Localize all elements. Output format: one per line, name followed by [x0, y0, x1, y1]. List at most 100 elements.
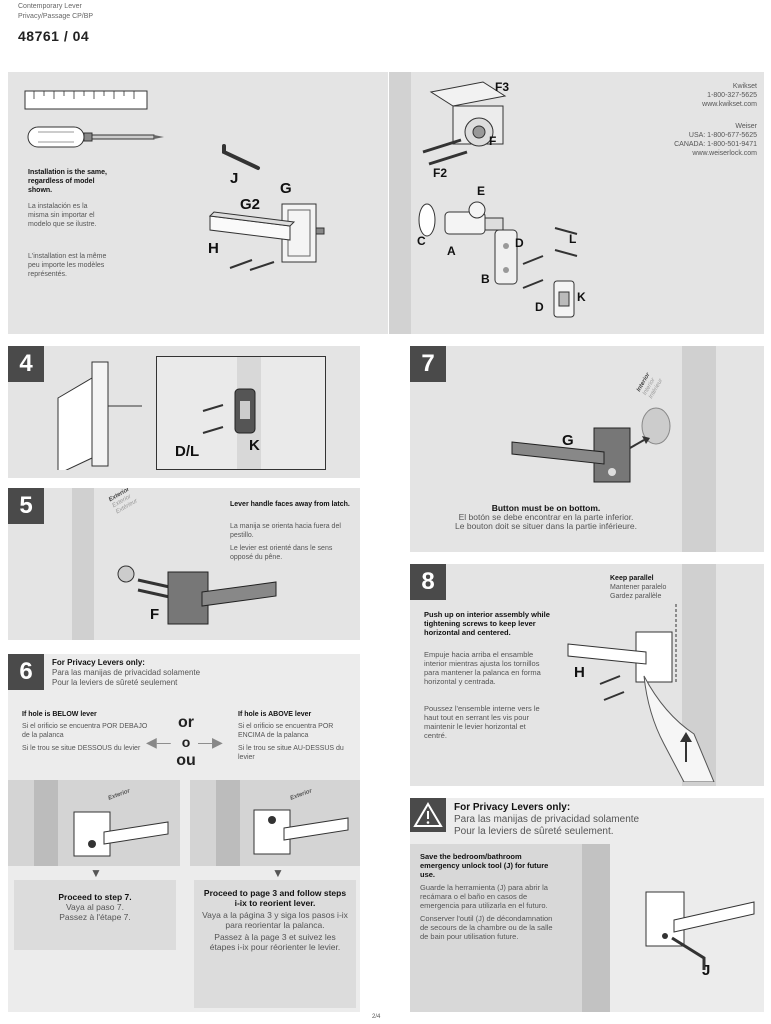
- step-number: 7: [410, 346, 446, 382]
- ruler-icon: [24, 90, 148, 110]
- save-tool-box: Save the bedroom/bathroom emergency unlo…: [410, 844, 610, 1012]
- step-4-panel: 4 D/L K: [8, 346, 360, 478]
- arrow-left-icon: ◀—: [146, 734, 171, 750]
- privacy-title-fr: Pour la leviers de sûreté seulement.: [454, 826, 614, 837]
- step-number: 6: [8, 654, 44, 690]
- proceed3-fr: Passez à la page 3 et suivez les étapes …: [209, 932, 341, 952]
- save-tool-fr: Conserver l'outil (J) de décondamnation …: [420, 914, 553, 941]
- above-es: Si el orificio se encuentra POR ENCIMA d…: [238, 723, 334, 739]
- install-note-en: Installation is the same, regardless of …: [28, 169, 107, 194]
- latch-parts-icon: [418, 201, 544, 289]
- step7-text: Button must be on bottom. El botón se de…: [410, 504, 682, 531]
- keep-parallel-fr: Gardez parallèle: [610, 593, 662, 600]
- part-label-d-top: D: [515, 236, 524, 250]
- lever-above-icon: [253, 809, 349, 855]
- keep-parallel-en: Keep parallel: [610, 575, 654, 582]
- step-8-panel: 8 Keep parallel Mantener paralelo Gardez…: [410, 564, 764, 786]
- label-h: H: [574, 664, 585, 681]
- strike-plate-k-icon: [553, 280, 575, 318]
- step-5-panel: 5 Exterior Exterior Extérieur F Lever ha…: [8, 488, 360, 640]
- door-edge: [72, 488, 94, 640]
- kwikset-contact: Kwikset 1-800-327-5625 www.kwikset.com: [639, 82, 757, 109]
- lever-below-icon: [73, 811, 169, 857]
- privacy-title-en: For Privacy Levers only:: [454, 802, 571, 813]
- part-label-a: A: [447, 244, 456, 258]
- proceed7-en: Proceed to step 7.: [58, 892, 132, 902]
- privacy-title-es: Para las manijas de privacidad solamente: [454, 814, 640, 825]
- part-label-f2: F2: [433, 166, 448, 180]
- privacy-title-es: Para las manijas de privacidad solamente: [52, 668, 201, 677]
- emergency-tool-j-icon: [222, 144, 260, 170]
- part-label-f3: F3: [495, 80, 510, 94]
- above-en: If hole is ABOVE lever: [238, 711, 312, 718]
- proceed7-fr: Passez à l'étape 7.: [59, 912, 131, 922]
- exterior-label-left: Exterior: [107, 788, 131, 802]
- model-number: 48761 / 04: [18, 28, 90, 44]
- step7-fr: Le bouton doit se situer dans la partie …: [455, 521, 637, 531]
- part-label-g2: G2: [240, 196, 261, 213]
- screws-icon: [202, 404, 224, 434]
- proceed-step-7-box: Proceed to step 7. Vaya al paso 7. Passe…: [14, 880, 176, 950]
- step7-en: Button must be on bottom.: [491, 503, 601, 513]
- header: Contemporary Lever Privacy/Passage CP/BP…: [18, 2, 93, 44]
- lever-assembly-g-icon: [208, 203, 325, 263]
- step5-es: La manija se orienta hacia fuera del pes…: [230, 523, 341, 539]
- above-fr: Si le trou se situe AU-DESSUS du levier: [238, 745, 344, 761]
- step8-en: Push up on interior assembly while tight…: [424, 610, 550, 637]
- part-label-h: H: [208, 240, 219, 257]
- part-label-g: G: [280, 180, 292, 197]
- part-label-e: E: [477, 184, 486, 198]
- part-label-k: K: [577, 290, 586, 304]
- save-tool-en: Save the bedroom/bathroom emergency unlo…: [420, 852, 549, 879]
- detail-view-box: D/L K: [156, 356, 326, 470]
- proceed3-en: Proceed to page 3 and follow steps i-ix …: [203, 888, 347, 908]
- kwikset-phone: 1-800-327-5625: [707, 92, 757, 99]
- proceed-page-3-box: Proceed to page 3 and follow steps i-ix …: [194, 880, 356, 1008]
- interior-lever-icon: [511, 407, 671, 483]
- part-label-d-bottom: D: [535, 300, 544, 314]
- or-fr: ou: [176, 752, 196, 769]
- exterior-label: Exterior Exterior Extérieur: [108, 488, 139, 516]
- keep-parallel-es: Mantener paralelo: [610, 584, 667, 591]
- product-function: Privacy/Passage CP/BP: [18, 13, 94, 20]
- below-fr: Si le trou se situe DESSOUS du levier: [22, 745, 141, 752]
- lever-with-tool-icon: [645, 891, 755, 970]
- install-note-es: La instalación es la misma sin importar …: [28, 203, 97, 228]
- interior-label: Interior Interior Intérieur: [636, 371, 665, 401]
- save-tool-es: Guarde la herramienta (J) para abrir la …: [420, 883, 548, 910]
- exterior-label-right: Exterior: [289, 788, 313, 802]
- door-edge: [216, 780, 240, 866]
- page-number: 2/4: [372, 1014, 381, 1020]
- label-j: J: [702, 962, 711, 979]
- arrow-down-icon: ▼: [90, 866, 102, 880]
- label-g: G: [562, 432, 574, 449]
- screws-l-icon: [554, 227, 578, 257]
- below-es: Si el orificio se encuentra POR DEBAJO d…: [22, 723, 148, 739]
- screwdriver-icon: [27, 126, 164, 148]
- door-edge: [582, 844, 610, 1012]
- product-line: Contemporary Lever: [18, 3, 82, 10]
- weiser-usa-phone: USA: 1-800-677-5625: [688, 132, 757, 139]
- arrow-right-icon: —▶: [198, 734, 223, 750]
- exterior-lever-icon: [117, 565, 277, 625]
- lever-hand-icon: [567, 604, 715, 782]
- weiser-brand: Weiser: [735, 123, 757, 130]
- warning-icon: [410, 798, 446, 832]
- step5-en: Lever handle faces away from latch.: [230, 501, 350, 508]
- part-label-l: L: [569, 232, 577, 246]
- step8-es: Empuje hacia arriba el ensamble interior…: [424, 650, 541, 686]
- door-edge: [389, 72, 411, 334]
- label-dl: D/L: [175, 443, 200, 460]
- below-illustration: Exterior: [8, 780, 180, 866]
- strike-plate-icon: [234, 388, 256, 434]
- step-number: 4: [8, 346, 44, 382]
- step5-fr: Le levier est orienté dans le sens oppos…: [230, 545, 333, 561]
- door-edge: [34, 780, 58, 866]
- arrow-down-icon: ▼: [272, 866, 284, 880]
- weiser-canada-phone: CANADA: 1-800-501-9471: [674, 141, 757, 148]
- door-open-icon: [57, 361, 142, 470]
- label-f: F: [150, 606, 160, 623]
- kwikset-website: www.kwikset.com: [702, 101, 757, 108]
- step7-es: El botón se debe encontrar en la parte i…: [458, 512, 634, 522]
- door-edge: [682, 346, 716, 552]
